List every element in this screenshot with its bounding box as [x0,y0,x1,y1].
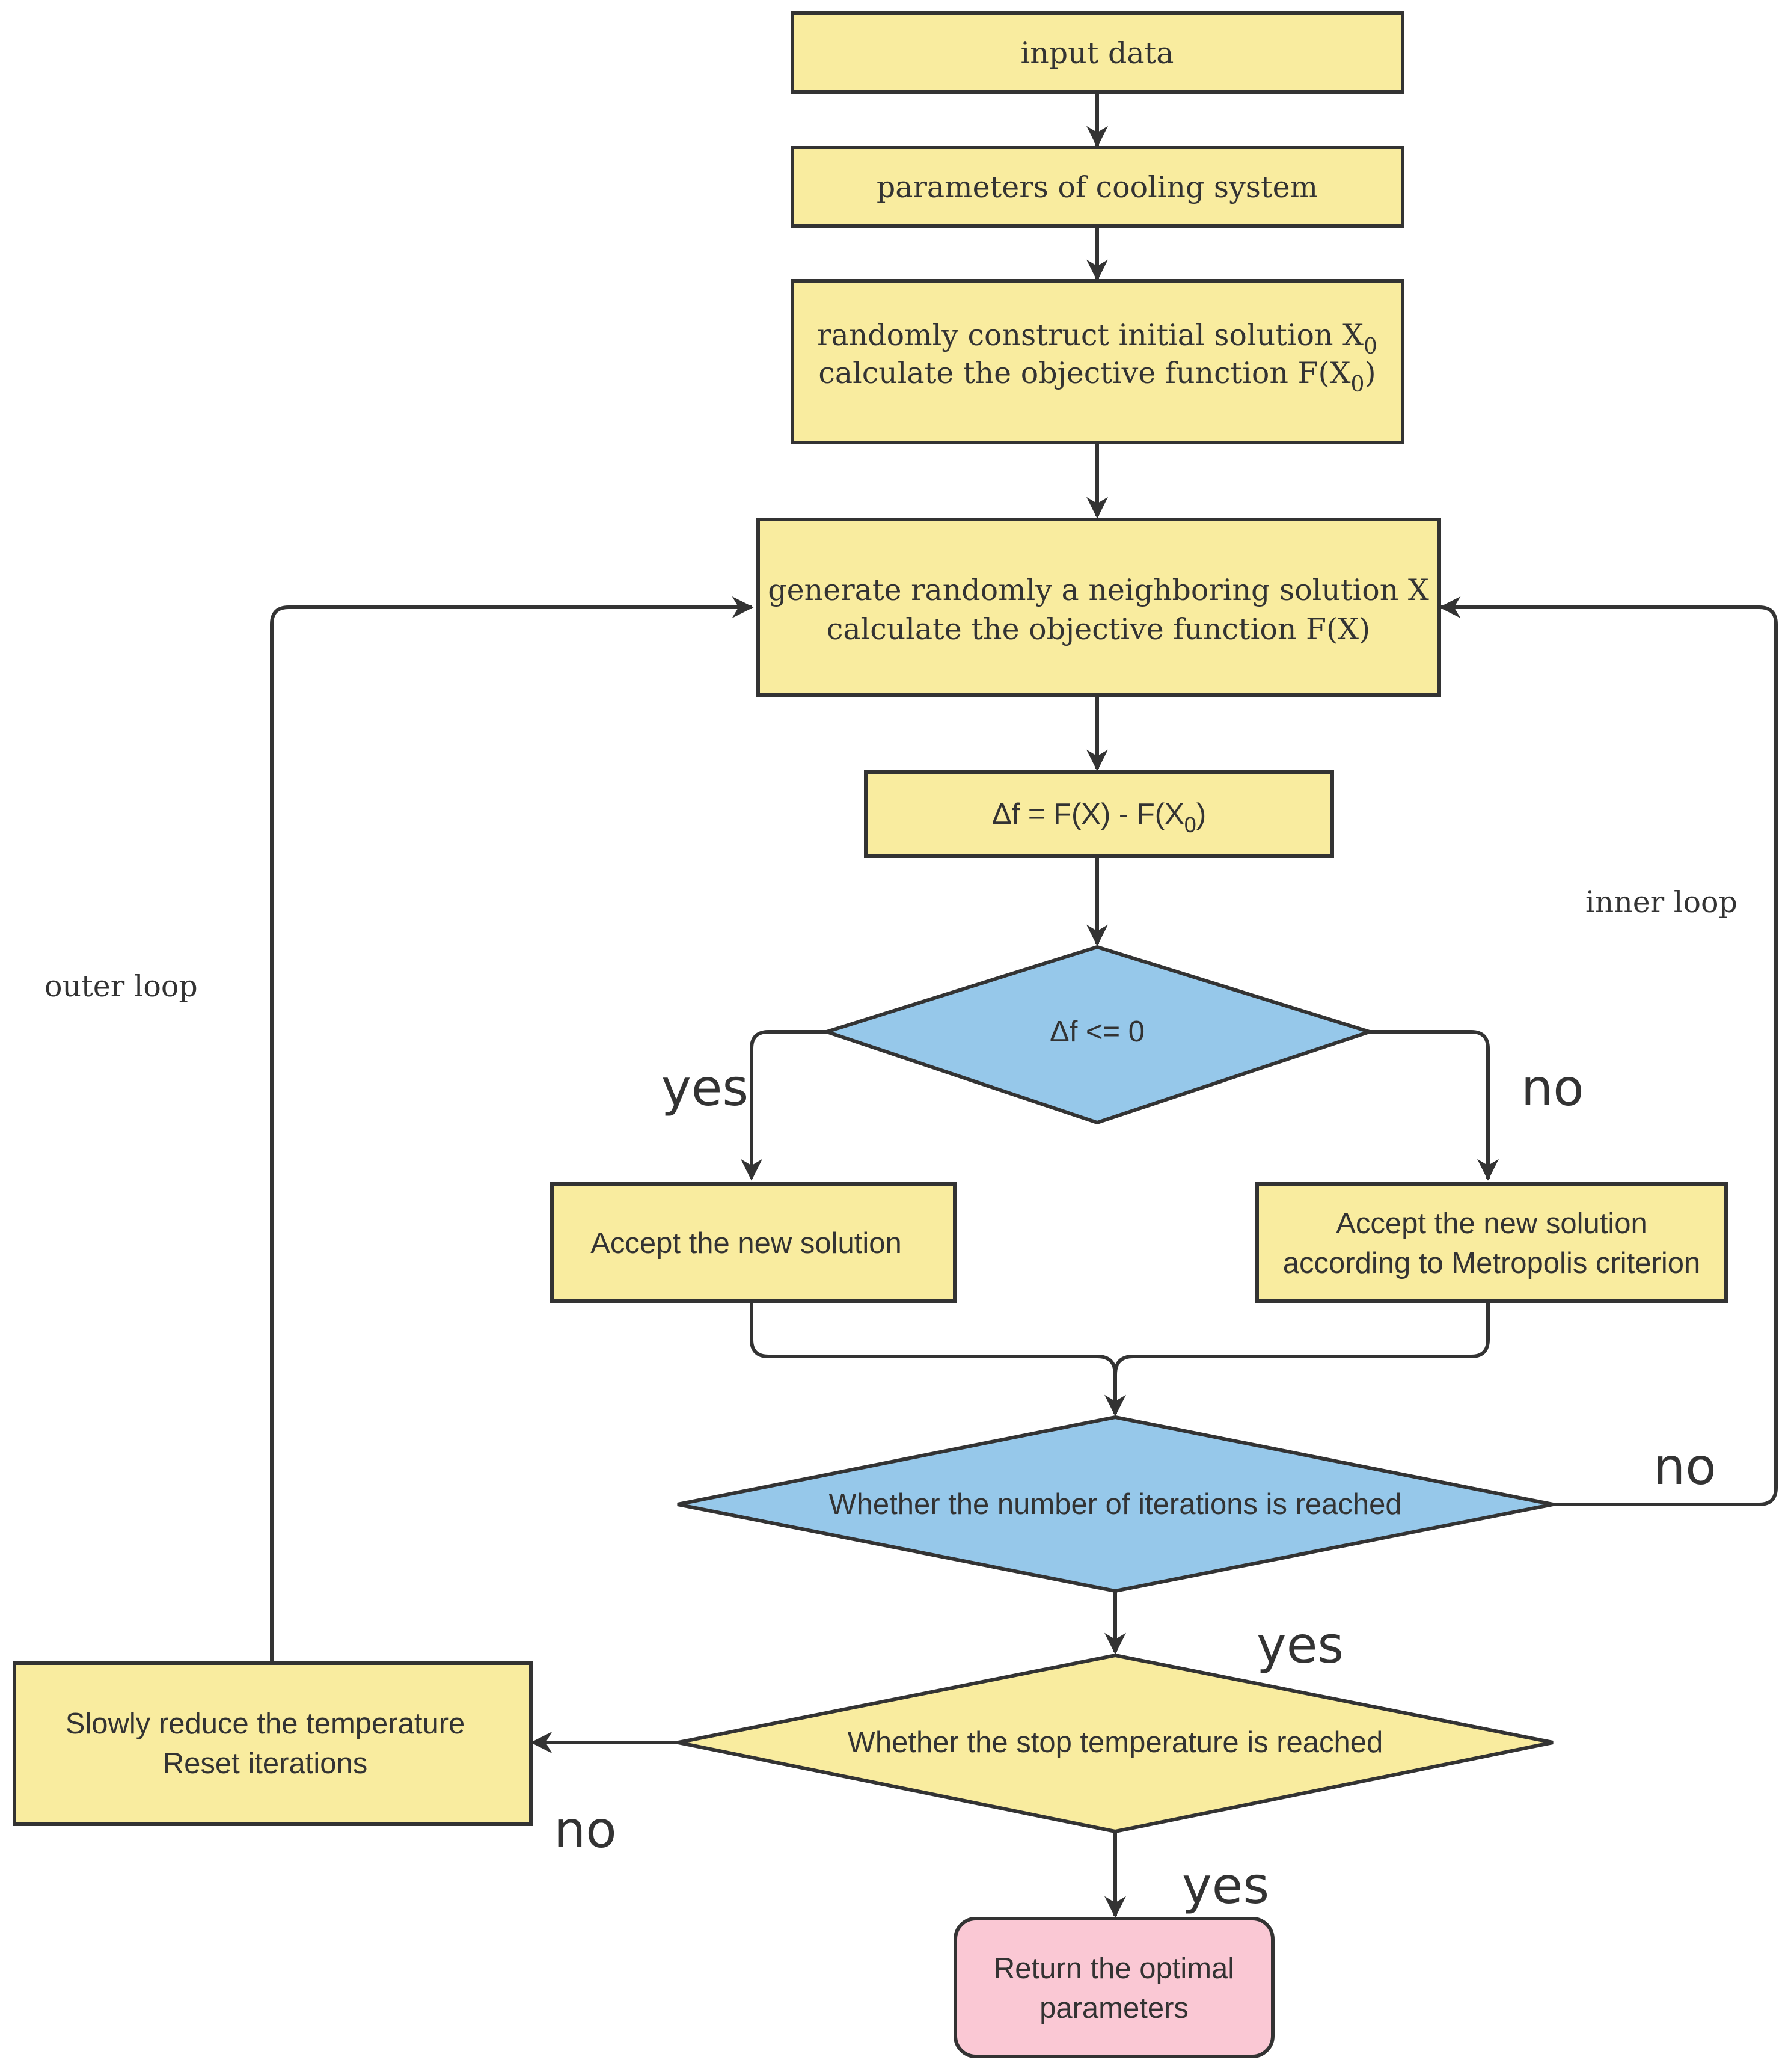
return-optimal-line1: Return the optimal [994,1952,1234,1985]
yes-label-iterations: yes [1257,1616,1344,1675]
edge-decision-yes-branch [741,1030,827,1181]
edge-metropolis-merge [1113,1302,1490,1375]
metropolis-node: Accept the new solution according to Met… [1255,1182,1728,1303]
neighbor-solution-line2: calculate the objective function F(X) [827,612,1370,646]
reduce-temperature-line2: Reset iterations [163,1747,367,1780]
parameters-node: parameters of cooling system [791,146,1404,228]
decision-iterations-node: Whether the number of iterations is reac… [677,1415,1554,1593]
reduce-temperature-line1: Slowly reduce the temperature [66,1708,465,1740]
edge-decision-no-branch [1370,1030,1499,1181]
edge-accept-merge [750,1302,1126,1417]
reduce-temperature-node: Slowly reduce the temperature Reset iter… [13,1661,533,1826]
decision-stop-label: Whether the stop temperature is reached [848,1726,1383,1759]
yes-label-stop: yes [1182,1856,1269,1915]
initial-solution-line1: randomly construct initial solution X0 [817,318,1377,359]
decision-delta-node: Δf <= 0 [821,945,1376,1125]
delta-f-node: Δf = F(X) - F(X0) [864,770,1334,858]
accept-solution-node: Accept the new solution [550,1182,957,1303]
input-data-node: input data [791,11,1404,94]
outer-loop-label: outer loop [44,969,198,1004]
decision-delta-label: Δf <= 0 [1050,1016,1145,1048]
no-label-stop: no [554,1800,617,1859]
parameters-label: parameters of cooling system [877,170,1318,204]
input-data-label: input data [1021,36,1174,70]
yes-label-delta: yes [661,1058,749,1117]
decision-iterations-label: Whether the number of iterations is reac… [828,1488,1401,1521]
accept-solution-label: Accept the new solution [590,1227,902,1260]
metropolis-line2: according to Metropolis criterion [1283,1247,1700,1280]
return-optimal-node: Return the optimal parameters [954,1917,1275,2058]
return-optimal-line2: parameters [1039,1992,1189,2024]
decision-stop-node: Whether the stop temperature is reached [678,1653,1554,1834]
metropolis-line1: Accept the new solution [1336,1207,1647,1240]
edge-inner-loop [1439,596,1778,1506]
initial-solution-node: randomly construct initial solution X0 c… [791,279,1404,444]
neighbor-solution-node: generate randomly a neighboring solution… [756,518,1441,697]
inner-loop-label: inner loop [1585,885,1737,919]
initial-solution-line2: calculate the objective function F(X0) [818,356,1376,397]
edges [270,94,1778,1918]
no-label-iterations: no [1653,1437,1716,1496]
neighbor-solution-line1: generate randomly a neighboring solution… [768,573,1429,607]
edge-outer-loop [270,596,754,1661]
delta-f-label: Δf = F(X) - F(X0) [992,798,1206,837]
no-label-delta: no [1521,1058,1584,1117]
